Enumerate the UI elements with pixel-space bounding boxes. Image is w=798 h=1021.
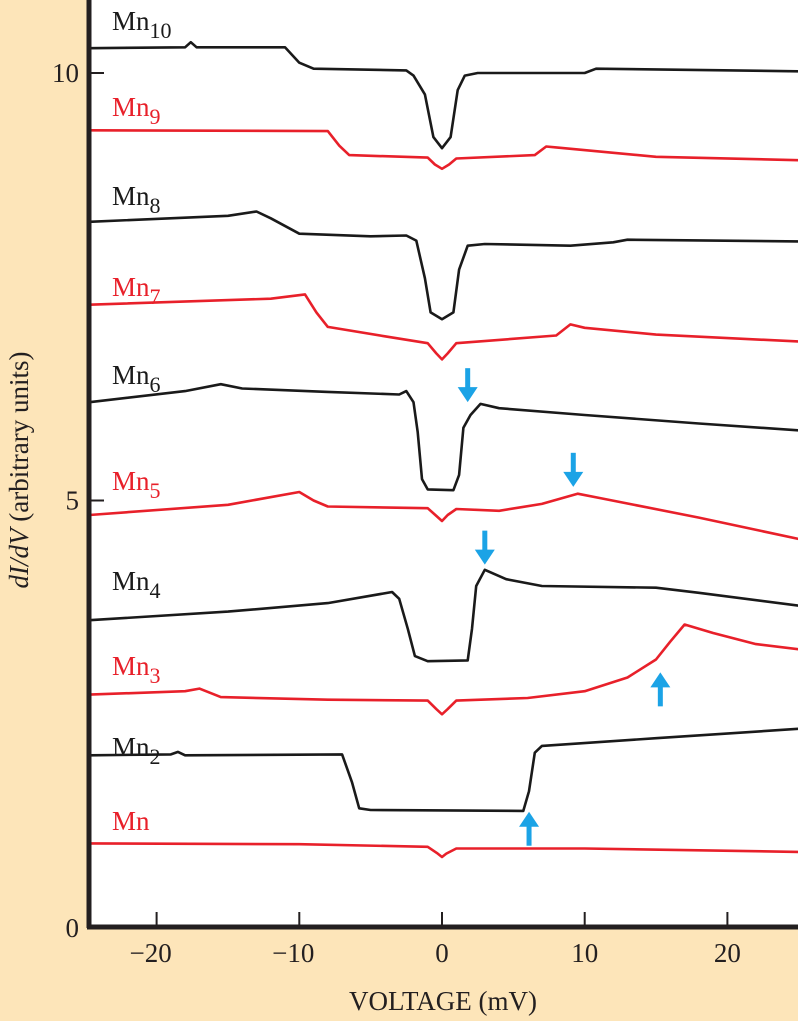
x-tick-label: −20 [129, 938, 171, 968]
trace-label-mn9: Mn9 [112, 92, 161, 129]
label-base: Mn [112, 6, 150, 36]
trace-label-mn3: Mn3 [112, 651, 161, 688]
traces [89, 40, 798, 859]
label-subscript: 9 [150, 104, 161, 129]
trace-mn3 [89, 623, 798, 716]
trace-label-mn6: Mn6 [112, 360, 161, 397]
ticks: −20 −10 0 10 20 0 5 10 [52, 58, 741, 968]
trace-mn4 [89, 568, 798, 663]
trace-mn6 [89, 382, 798, 492]
x-tick-label: 10 [571, 938, 598, 968]
label-subscript: 5 [150, 478, 161, 503]
trace-label-mn: Mn [112, 806, 150, 836]
trace-label-mn4: Mn4 [112, 566, 161, 603]
x-tick-label: 20 [714, 938, 741, 968]
plot-area [89, 0, 798, 928]
label-subscript: 2 [150, 744, 161, 769]
arrow-up-icon [650, 672, 671, 707]
y-tick-label: 10 [52, 58, 79, 88]
trace-mn10 [89, 40, 798, 150]
trace-label-mn5: Mn5 [112, 466, 161, 503]
label-base: Mn [112, 566, 150, 596]
label-base: Mn [112, 92, 150, 122]
trace-mn9 [89, 129, 798, 171]
trace-mn7 [89, 293, 798, 361]
label-base: Mn [112, 360, 150, 390]
label-base: Mn [112, 181, 150, 211]
y-axis-title-rest: (arbitrary units) [4, 352, 34, 529]
x-tick-label: 0 [435, 938, 449, 968]
y-tick-label: 5 [66, 486, 80, 516]
trace-label-mn7: Mn7 [112, 272, 161, 309]
y-axis-title-italic: dI/dV [4, 525, 34, 588]
trace-label-mn8: Mn8 [112, 181, 161, 218]
y-tick-label: 0 [66, 913, 80, 943]
arrow-down-icon [457, 368, 478, 403]
label-subscript: 8 [150, 193, 161, 218]
label-subscript: 6 [150, 372, 161, 397]
label-subscript: 7 [150, 284, 161, 309]
label-subscript: 3 [150, 663, 161, 688]
label-subscript: 4 [150, 578, 161, 603]
x-tick-label: −10 [272, 938, 314, 968]
trace-mn [89, 842, 798, 859]
trace-mn5 [89, 490, 798, 541]
trace-mn2 [89, 727, 798, 813]
label-base: Mn [112, 466, 150, 496]
y-axis-title: dI/dV (arbitrary units) [4, 352, 34, 589]
trace-mn8 [89, 210, 798, 321]
label-base: Mn [112, 651, 150, 681]
label-base: Mn [112, 272, 150, 302]
arrow-down-icon [563, 452, 584, 487]
x-axis-title: VOLTAGE (mV) [349, 986, 537, 1016]
label-subscript: 10 [150, 18, 172, 43]
trace-label-mn2: Mn2 [112, 732, 161, 769]
axes [86, 0, 798, 930]
label-base: Mn [112, 806, 150, 836]
arrow-down-icon [474, 530, 495, 565]
label-base: Mn [112, 732, 150, 762]
trace-label-mn10: Mn10 [112, 6, 172, 43]
arrows [457, 368, 671, 846]
arrow-up-icon [519, 811, 540, 846]
